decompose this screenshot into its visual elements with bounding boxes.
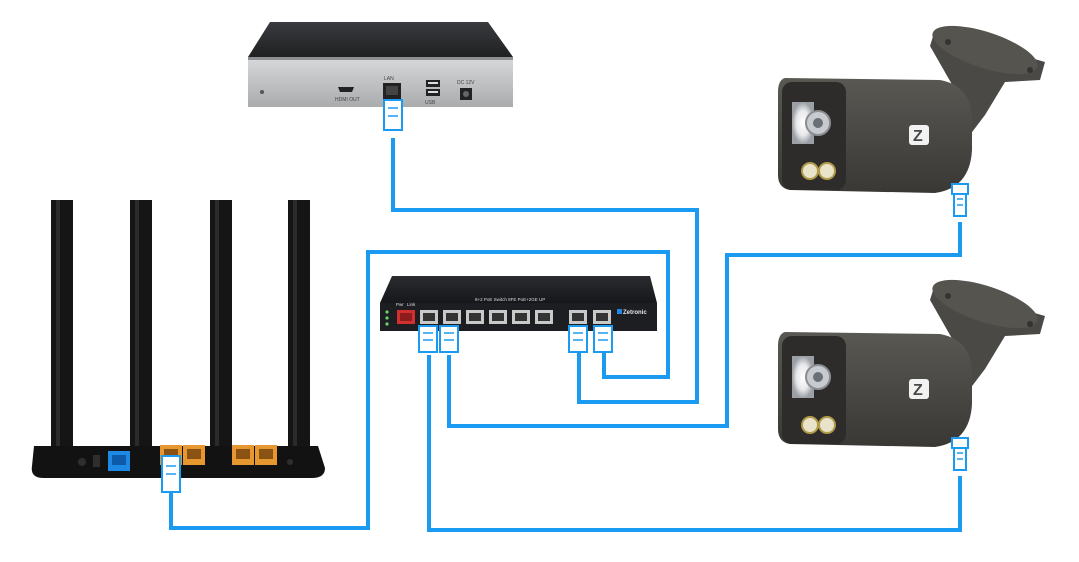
dc-label: DC 12V <box>457 80 475 86</box>
nvr-top-panel <box>248 22 513 57</box>
router-antenna <box>210 200 232 452</box>
dc-power-port: DC 12V <box>457 80 475 100</box>
hdmi-label: HDMI OUT <box>335 97 360 103</box>
lan-label: LAN <box>384 76 394 82</box>
led-label-pwr: Pwr <box>396 302 404 307</box>
rj45-plug-icon <box>951 183 969 217</box>
camera-logo: Z <box>913 382 923 399</box>
cable-camera1-to-switch <box>447 222 962 428</box>
nvr-recorder: HDMI OUT LAN USB DC 12V <box>248 22 513 107</box>
nvr-lan-port[interactable]: LAN <box>383 76 401 99</box>
cable-camera2-to-switch <box>427 355 962 532</box>
ir-led-icon <box>801 416 819 434</box>
switch-poe-ports <box>397 310 553 324</box>
camera-logo: Z <box>913 128 923 145</box>
router-antenna <box>130 200 152 452</box>
usb-ports: USB <box>425 80 440 106</box>
hdmi-port: HDMI OUT <box>335 87 360 103</box>
rj45-plug-icon <box>568 325 588 353</box>
ir-led-icon <box>818 162 836 180</box>
switch-model-text: 8+2 PoE Switch 8FE PoE+2GE UP <box>475 297 545 302</box>
usb-label: USB <box>425 100 436 106</box>
rj45-plug-icon <box>439 325 459 353</box>
cable-router-to-switch <box>169 250 670 530</box>
poe-switch: 8+2 PoE Switch 8FE PoE+2GE UP Pwr Link <box>380 276 657 331</box>
camera-lens-window <box>792 102 814 144</box>
ethernet-cables <box>169 138 962 532</box>
led-label-link: Link <box>407 302 416 307</box>
router-antenna <box>288 200 310 452</box>
rj45-plug-icon <box>418 325 438 353</box>
router-antenna <box>51 200 73 452</box>
switch-brand: Zetronic <box>623 310 647 316</box>
camera-lens-window <box>792 356 814 398</box>
nvr-led <box>260 90 264 94</box>
rj45-plug-icon <box>951 437 969 471</box>
bullet-camera-2: Z <box>778 279 1045 471</box>
ir-led-icon <box>801 162 819 180</box>
bullet-camera-1: Z <box>778 25 1045 217</box>
switch-uplink-ports <box>569 310 611 324</box>
switch-cable-plugs <box>418 325 613 353</box>
cable-nvr-to-switch <box>391 138 699 404</box>
rj45-plug-icon <box>593 325 613 353</box>
rj45-plug-icon <box>161 455 181 493</box>
switch-top-panel <box>380 276 657 303</box>
rj45-plug-icon <box>383 99 403 131</box>
wifi-router <box>31 200 325 478</box>
ir-led-icon <box>818 416 836 434</box>
